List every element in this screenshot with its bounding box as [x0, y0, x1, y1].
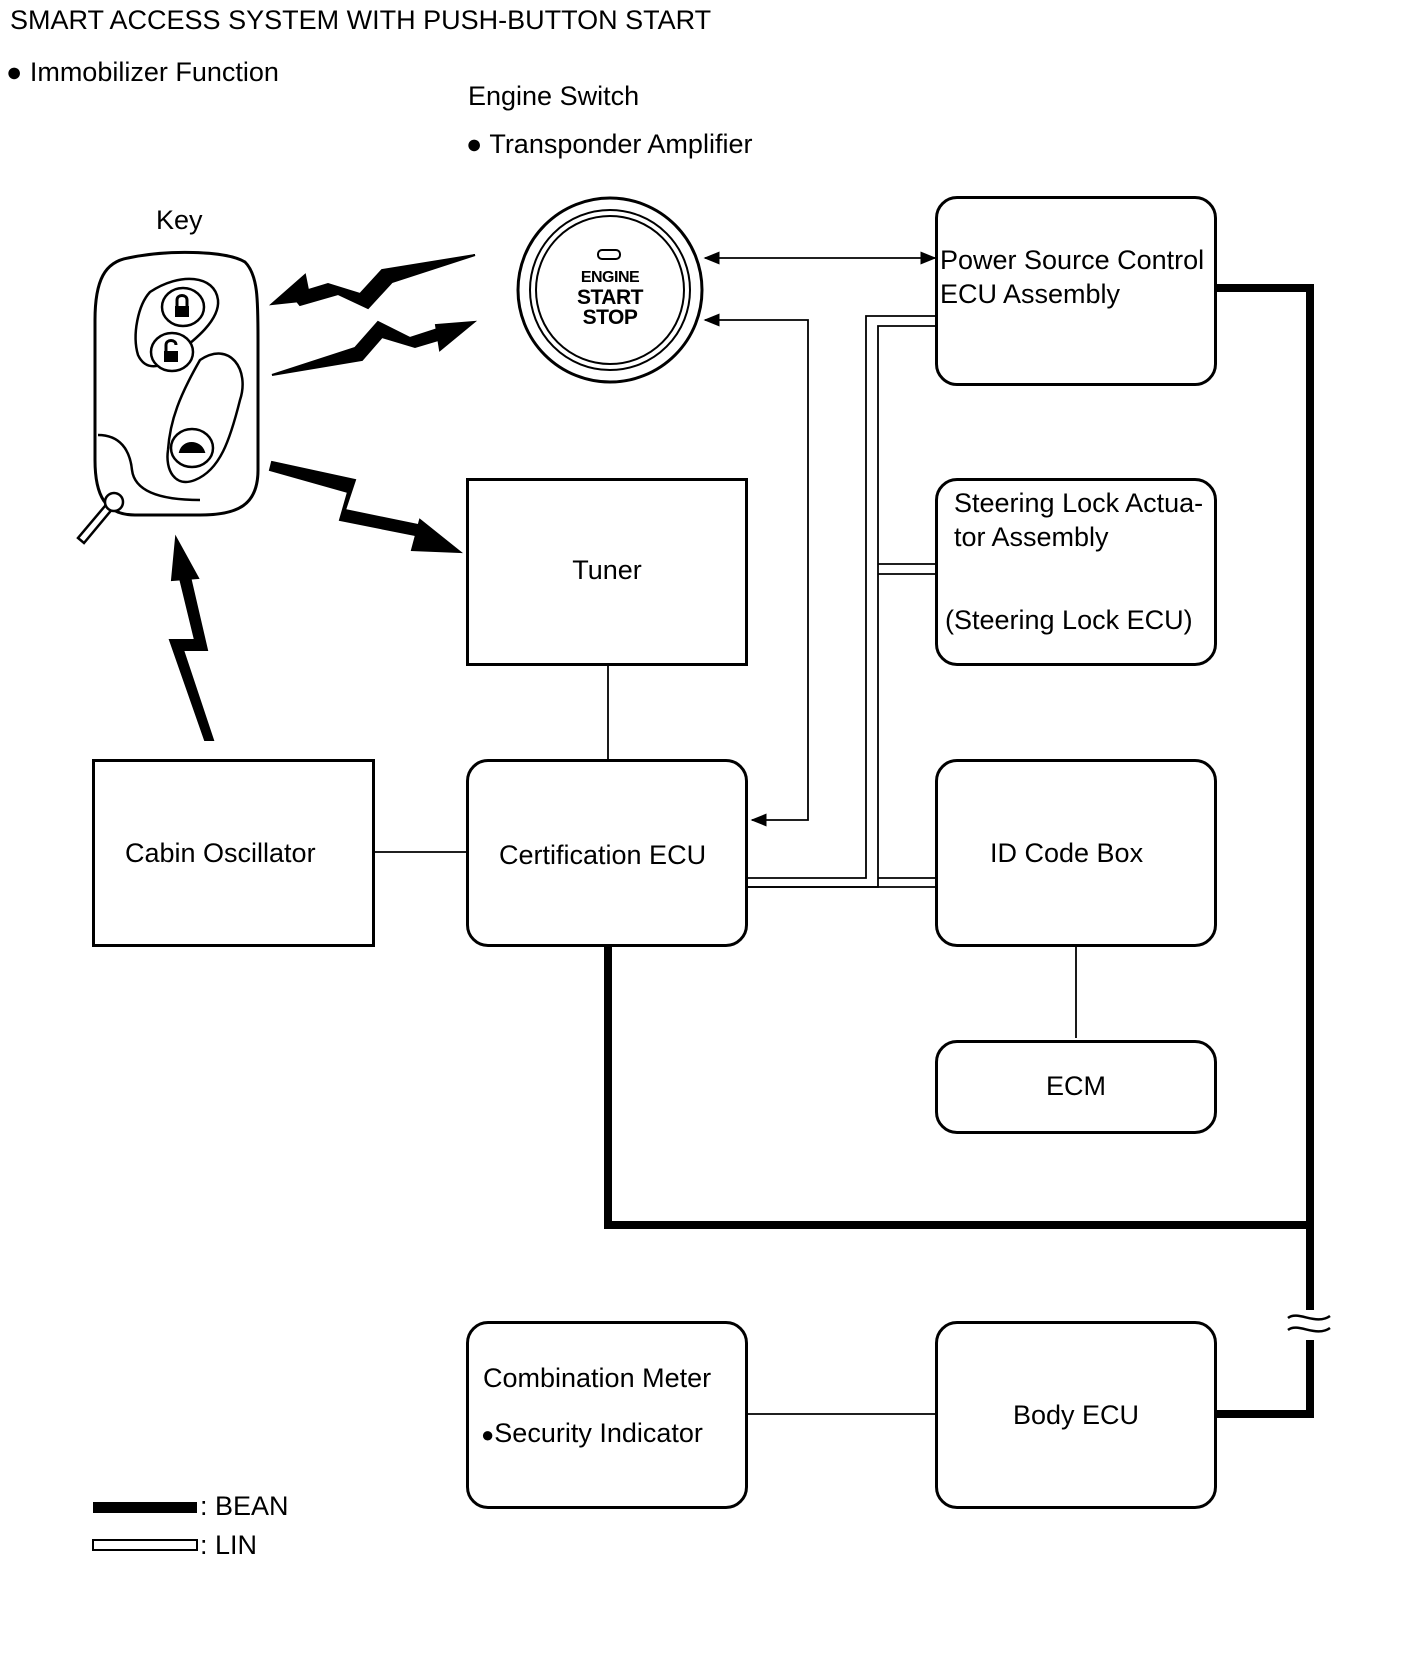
steering-lock-line1: Steering Lock Actua- — [954, 488, 1204, 518]
engine-switch-title: Engine Switch — [468, 81, 640, 111]
tuner-box: Tuner — [466, 478, 748, 666]
engine-button-line1: ENGINE — [580, 269, 640, 286]
id-code-box: ID Code Box — [935, 759, 1217, 947]
power-source-control-ecu-box: Power Source Control ECU Assembly — [935, 196, 1217, 386]
id-code-box-label: ID Code Box — [990, 838, 1144, 868]
ecm-box: ECM — [935, 1040, 1217, 1134]
function-bullet: ● Immobilizer Function — [6, 56, 279, 88]
bullet-icon: ● — [481, 1422, 495, 1447]
lin-bus — [747, 315, 935, 888]
combination-meter-line1: Combination Meter — [483, 1363, 712, 1393]
line-break-mark — [1287, 1312, 1331, 1338]
legend-bean: : BEAN — [200, 1491, 289, 1521]
engine-button-label: ENGINE START STOP — [560, 268, 660, 328]
cabin-oscillator-label: Cabin Oscillator — [125, 838, 316, 868]
page-title: SMART ACCESS SYSTEM WITH PUSH-BUTTON STA… — [10, 5, 712, 35]
certification-ecu-box: Certification ECU — [466, 759, 748, 947]
engine-button-line2: START — [577, 286, 643, 309]
bullet-icon: ● — [6, 57, 23, 87]
steering-lock-actuator-box: Steering Lock Actua- tor Assembly (Steer… — [935, 478, 1217, 666]
legend-lines — [92, 1502, 198, 1551]
bean-bus — [604, 284, 1314, 1418]
body-ecu-box: Body ECU — [935, 1321, 1217, 1509]
legend-lin: : LIN — [200, 1530, 258, 1560]
ecm-label: ECM — [1046, 1071, 1106, 1101]
steering-lock-line3: (Steering Lock ECU) — [945, 605, 1193, 635]
key-label: Key — [156, 205, 203, 235]
certification-ecu-label: Certification ECU — [499, 840, 707, 870]
power-source-line2: ECU Assembly — [940, 279, 1121, 309]
cabin-oscillator-box: Cabin Oscillator — [92, 759, 375, 947]
combination-meter-box: Combination Meter ●Security Indicator — [466, 1321, 748, 1509]
tuner-label: Tuner — [572, 555, 642, 585]
power-source-line1: Power Source Control — [940, 245, 1205, 275]
function-bullet-label: Immobilizer Function — [29, 57, 279, 87]
combination-meter-bullet: ●Security Indicator — [481, 1416, 703, 1452]
key-fob-icon — [76, 250, 260, 545]
engine-switch-bullet-label: Transponder Amplifier — [489, 129, 753, 159]
security-indicator-label: Security Indicator — [494, 1418, 703, 1448]
engine-switch-bullet: ● Transponder Amplifier — [466, 128, 752, 160]
engine-switch-button — [516, 196, 704, 384]
steering-lock-line2: tor Assembly — [954, 522, 1109, 552]
wireless-signals — [168, 254, 478, 741]
engine-button-line3: STOP — [582, 306, 638, 329]
signal-lines — [374, 251, 1077, 1415]
body-ecu-label: Body ECU — [1012, 1400, 1140, 1430]
bullet-icon: ● — [466, 129, 483, 159]
